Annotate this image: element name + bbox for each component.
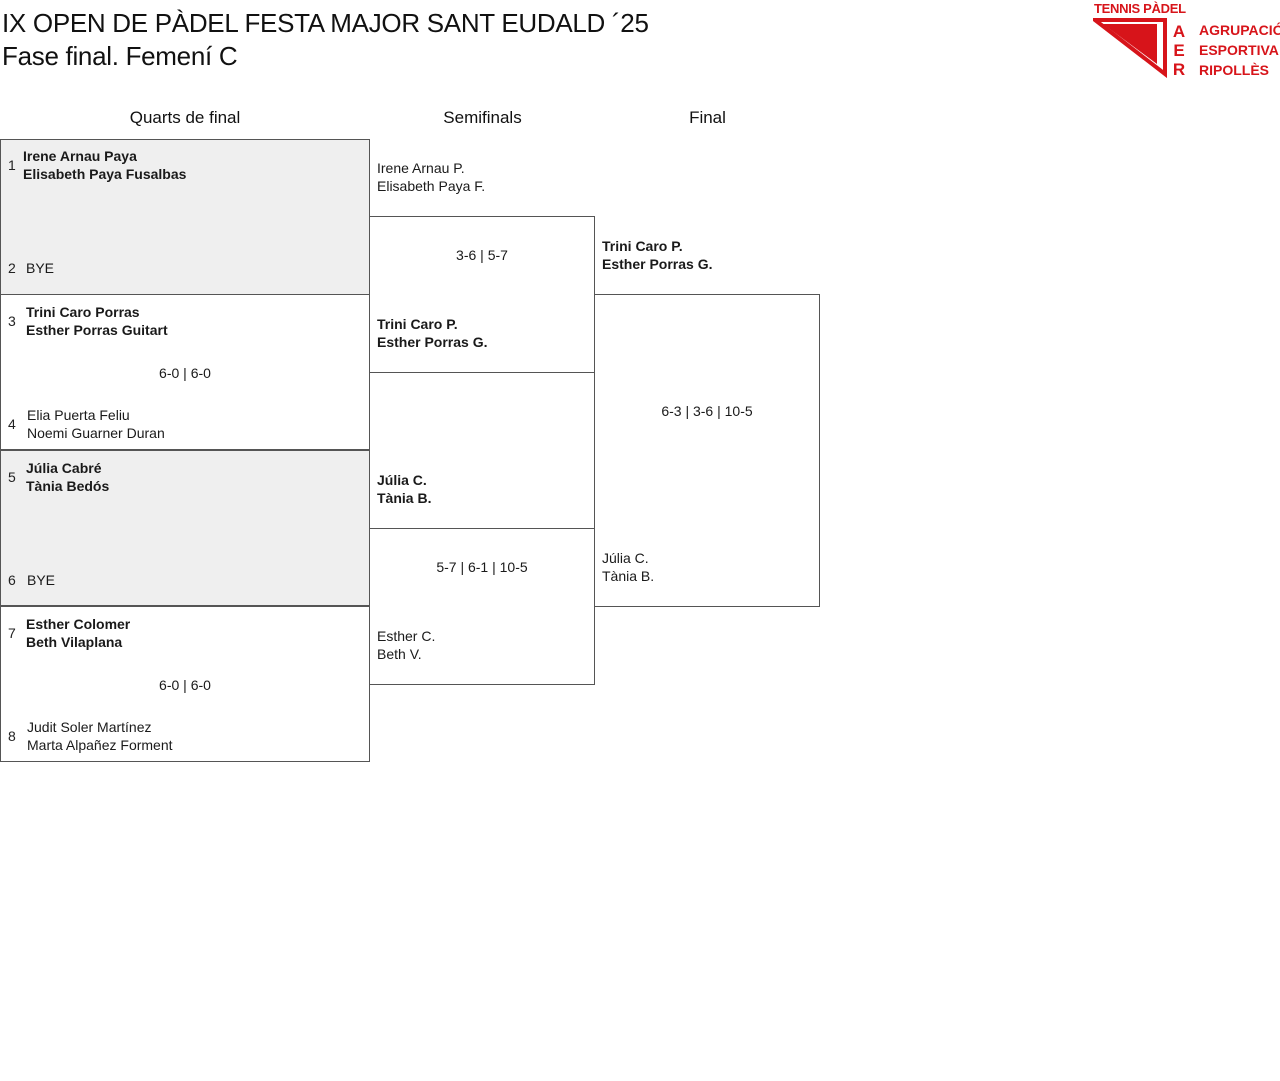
player-name: Júlia C. xyxy=(377,472,427,488)
seed-number: 2 xyxy=(8,260,16,276)
player-name: Beth V. xyxy=(377,646,422,662)
round-header-semis: Semifinals xyxy=(443,108,522,127)
player-name: Elisabeth Paya F. xyxy=(377,178,486,194)
player-name: Trini Caro P. xyxy=(602,238,683,254)
team-pair: Júlia Cabré Tània Bedós xyxy=(26,459,109,495)
team-pair: Elia Puerta Feliu Noemi Guarner Duran xyxy=(27,406,165,442)
logo-mark-icon: A E R xyxy=(1093,18,1185,78)
round-header-quarters: Quarts de final xyxy=(129,108,241,127)
quarterfinal-match-1: 1 Irene Arnau Paya Elisabeth Paya Fusalb… xyxy=(0,139,370,295)
player-name: Esther Porras G. xyxy=(602,256,713,272)
team-pair: Esther Colomer Beth Vilaplana xyxy=(26,615,130,651)
player-name: Judit Soler Martínez xyxy=(27,719,152,735)
team-pair: Judit Soler Martínez Marta Alpañez Forme… xyxy=(27,718,173,754)
player-name: Júlia C. xyxy=(602,550,649,566)
player-name: Esther C. xyxy=(377,628,436,644)
match-score: 6-0 | 6-0 xyxy=(159,365,211,381)
match-score: 3-6 | 5-7 xyxy=(456,247,508,263)
player-name: BYE xyxy=(26,260,55,276)
svg-text:R: R xyxy=(1173,60,1185,78)
logo-top-text: TENNIS PÀDEL xyxy=(1094,1,1186,16)
quarterfinal-match-3: 5 Júlia Cabré Tània Bedós 6 BYE xyxy=(0,450,370,606)
seed-number: 1 xyxy=(8,157,16,173)
semifinal-1-top-team: Irene Arnau P. Elisabeth Paya F. xyxy=(377,159,485,195)
club-logo: TENNIS PÀDEL A E R AGRUPACIÓ ESPORTIVA R… xyxy=(1093,0,1280,80)
seed-number: 3 xyxy=(8,313,16,329)
match-score: 6-0 | 6-0 xyxy=(159,677,211,693)
team-pair: BYE xyxy=(26,259,54,277)
semifinal-match-2: 5-7 | 6-1 | 10-5 Esther C. Beth V. xyxy=(369,528,595,685)
player-name: Tània B. xyxy=(602,568,655,584)
player-name: BYE xyxy=(27,572,56,588)
semifinal-2-top-team: Júlia C. Tània B. xyxy=(377,471,431,507)
seed-number: 5 xyxy=(8,469,16,485)
player-name: Beth Vilaplana xyxy=(26,634,123,650)
svg-text:A: A xyxy=(1173,22,1185,41)
team-pair: BYE xyxy=(27,571,55,589)
seed-number: 7 xyxy=(8,625,16,641)
player-name: Elisabeth Paya Fusalbas xyxy=(23,166,187,182)
player-name: Elia Puerta Feliu xyxy=(27,407,130,423)
page-title: IX OPEN DE PÀDEL FESTA MAJOR SANT EUDALD… xyxy=(2,8,649,38)
logo-wordmark: AGRUPACIÓ ESPORTIVA RIPOLLÈS xyxy=(1199,20,1280,80)
semifinal-1-bottom-team: Trini Caro P. Esther Porras G. xyxy=(377,315,488,351)
player-name: Esther Porras Guitart xyxy=(26,322,168,338)
logo-line-1: AGRUPACIÓ xyxy=(1199,22,1280,38)
seed-number: 6 xyxy=(8,572,16,588)
player-name: Júlia Cabré xyxy=(26,460,102,476)
logo-line-2: ESPORTIVA xyxy=(1199,42,1279,58)
svg-text:E: E xyxy=(1173,41,1184,60)
player-name: Marta Alpañez Forment xyxy=(27,737,173,753)
final-bottom-team: Júlia C. Tània B. xyxy=(602,549,654,585)
page-subtitle: Fase final. Femení C xyxy=(2,41,238,71)
match-score: 6-3 | 3-6 | 10-5 xyxy=(661,403,753,419)
semifinal-2-bottom-team: Esther C. Beth V. xyxy=(377,627,435,663)
player-name: Esther Colomer xyxy=(26,616,131,632)
seed-number: 4 xyxy=(8,416,16,432)
team-pair: Trini Caro Porras Esther Porras Guitart xyxy=(26,303,168,339)
team-pair: Irene Arnau Paya Elisabeth Paya Fusalbas xyxy=(23,147,186,183)
final-top-team: Trini Caro P. Esther Porras G. xyxy=(602,237,713,273)
seed-number: 8 xyxy=(8,728,16,744)
final-match: 6-3 | 3-6 | 10-5 Júlia C. Tània B. xyxy=(594,294,820,607)
round-header-final: Final xyxy=(689,108,726,127)
player-name: Noemi Guarner Duran xyxy=(27,425,165,441)
player-name: Tània Bedós xyxy=(26,478,110,494)
player-name: Irene Arnau P. xyxy=(377,160,465,176)
player-name: Esther Porras G. xyxy=(377,334,488,350)
match-score: 5-7 | 6-1 | 10-5 xyxy=(436,559,528,575)
quarterfinal-match-2: 3 Trini Caro Porras Esther Porras Guitar… xyxy=(0,294,370,450)
player-name: Trini Caro P. xyxy=(377,316,458,332)
player-name: Irene Arnau Paya xyxy=(23,148,137,164)
player-name: Tània B. xyxy=(377,490,432,506)
quarterfinal-match-4: 7 Esther Colomer Beth Vilaplana 6-0 | 6-… xyxy=(0,606,370,762)
logo-line-3: RIPOLLÈS xyxy=(1199,62,1270,78)
player-name: Trini Caro Porras xyxy=(26,304,140,320)
semifinal-match-1: 3-6 | 5-7 Trini Caro P. Esther Porras G. xyxy=(369,216,595,373)
